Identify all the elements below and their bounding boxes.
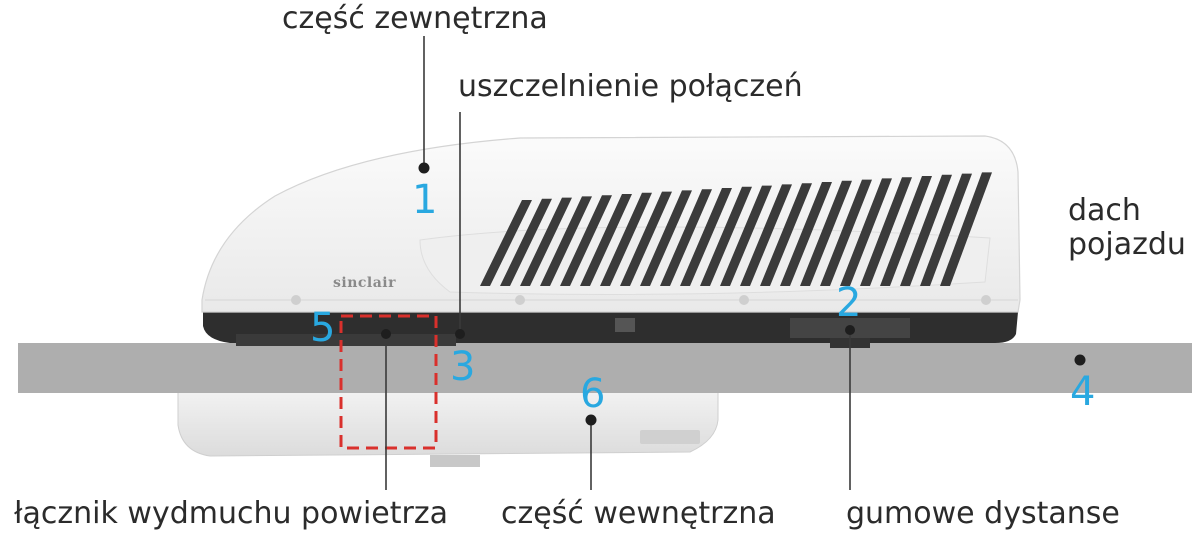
label-connection-seal: uszczelnienie połączeń <box>458 69 803 104</box>
vent-slat <box>700 186 752 286</box>
label-vehicle-roof-line1: dach <box>1068 193 1141 228</box>
vent-slat <box>720 185 772 286</box>
number-5: 5 <box>310 305 336 351</box>
brand-logo: sinclair <box>333 275 396 291</box>
vehicle-roof <box>18 343 1192 393</box>
vent-slat <box>580 194 632 286</box>
number-4: 4 <box>1070 369 1096 415</box>
label-inner-part: część wewnętrzna <box>501 496 776 531</box>
label-rubber-spacers: gumowe dystanse <box>846 496 1120 531</box>
vent-slat <box>740 184 792 286</box>
vent-slat <box>480 200 532 286</box>
outdoor-unit-shell <box>201 135 1021 313</box>
connector-dashed-box <box>339 314 438 450</box>
vent-slat <box>800 180 852 286</box>
vent-slat <box>540 196 592 286</box>
vent-slat <box>900 174 952 286</box>
vent-slat <box>860 177 912 286</box>
vent-slat <box>760 183 812 286</box>
label-vehicle-roof-line2: pojazdu <box>1068 227 1186 262</box>
vent-slat <box>780 182 832 286</box>
marker-spacers <box>845 325 855 335</box>
label-air-outlet-connector: łącznik wydmuchu powietrza <box>14 496 448 531</box>
vent-slat <box>840 178 892 286</box>
marker-outer <box>418 162 430 174</box>
vent-slat <box>820 179 872 286</box>
vent-slat <box>560 195 612 286</box>
number-1: 1 <box>412 177 438 223</box>
label-outer-part: część zewnętrzna <box>282 1 548 36</box>
number-6: 6 <box>580 371 606 417</box>
marker-roof <box>1074 354 1086 366</box>
vent-slat <box>880 176 932 286</box>
number-2: 2 <box>836 280 862 326</box>
vent-slat <box>600 192 652 286</box>
vent-grille <box>480 172 992 286</box>
vent-slat <box>620 191 672 286</box>
vent-slat <box>940 172 992 286</box>
marker-connector <box>381 329 391 339</box>
vent-slat <box>640 190 692 286</box>
indoor-unit <box>177 384 719 467</box>
vent-slat <box>920 173 972 286</box>
vent-slat <box>500 198 552 286</box>
marker-inner <box>585 414 597 426</box>
vent-slat <box>520 197 572 286</box>
vent-slat <box>680 188 732 286</box>
vent-slat <box>660 189 712 286</box>
marker-seal <box>455 329 465 339</box>
number-3: 3 <box>450 344 476 390</box>
